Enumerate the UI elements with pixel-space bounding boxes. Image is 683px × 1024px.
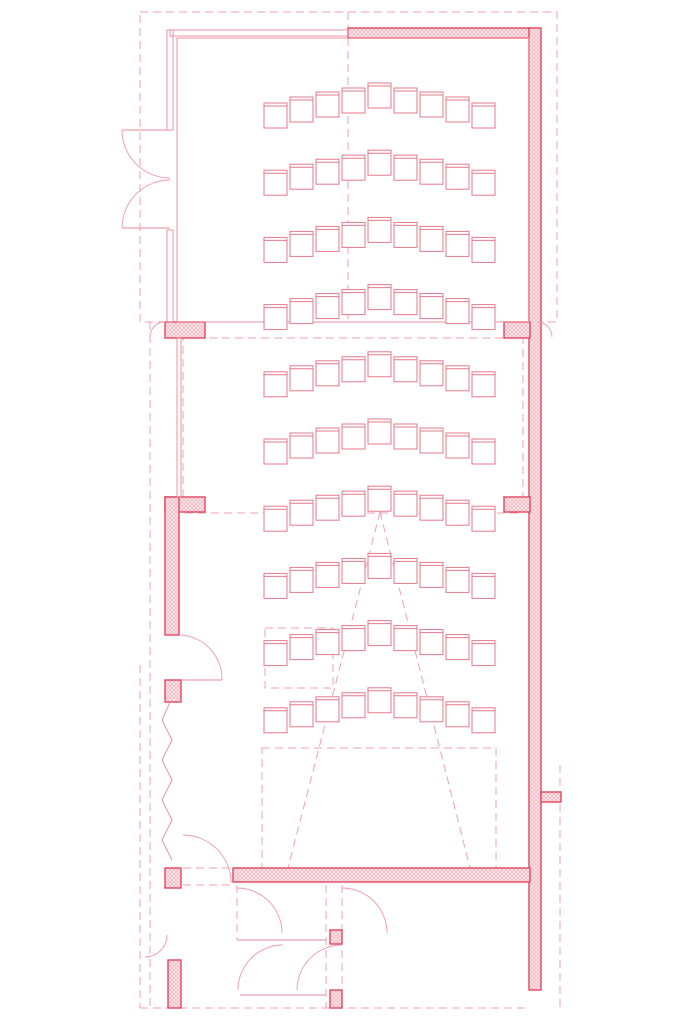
seat: [315, 696, 340, 723]
seat: [289, 298, 314, 325]
seat: [263, 236, 288, 263]
seat: [419, 427, 444, 454]
seat: [393, 356, 418, 383]
seat: [471, 707, 496, 734]
seat: [341, 87, 366, 114]
seat: [289, 432, 314, 459]
seat: [289, 566, 314, 593]
seat: [419, 225, 444, 252]
seat: [341, 625, 366, 652]
seat: [341, 289, 366, 316]
seat: [393, 423, 418, 450]
seat: [263, 572, 288, 599]
seat: [393, 289, 418, 316]
seat: [341, 154, 366, 181]
seat: [341, 490, 366, 517]
seat: [367, 418, 392, 445]
seat: [289, 701, 314, 728]
seat: [445, 432, 470, 459]
seat: [315, 427, 340, 454]
seat: [315, 360, 340, 387]
seat: [445, 701, 470, 728]
seat: [367, 82, 392, 109]
glazing: [122, 29, 530, 996]
seat: [263, 169, 288, 196]
seat: [315, 494, 340, 521]
seat: [315, 561, 340, 588]
seat: [393, 625, 418, 652]
seat: [367, 284, 392, 311]
seat: [367, 620, 392, 647]
seat: [263, 438, 288, 465]
seat: [263, 304, 288, 331]
doors: [121, 129, 553, 991]
seat: [341, 221, 366, 248]
seat: [419, 91, 444, 118]
seat: [393, 87, 418, 114]
seat: [315, 91, 340, 118]
seat: [445, 298, 470, 325]
seat: [419, 561, 444, 588]
seat: [289, 96, 314, 123]
seat: [471, 371, 496, 398]
seat: [471, 102, 496, 129]
seat: [393, 490, 418, 517]
seat: [471, 640, 496, 667]
seat: [471, 236, 496, 263]
seat: [315, 158, 340, 185]
seat: [419, 293, 444, 320]
seat: [393, 692, 418, 719]
seat: [263, 505, 288, 532]
seat: [263, 640, 288, 667]
seating: [263, 82, 496, 734]
seat: [263, 707, 288, 734]
seat: [419, 696, 444, 723]
seat: [471, 572, 496, 599]
seat: [263, 371, 288, 398]
seat: [367, 552, 392, 579]
seat: [471, 169, 496, 196]
seat: [445, 163, 470, 190]
seat: [471, 438, 496, 465]
seat: [289, 365, 314, 392]
seat: [419, 629, 444, 656]
seat: [367, 687, 392, 714]
seat: [445, 566, 470, 593]
seat: [289, 163, 314, 190]
seat: [445, 634, 470, 661]
seat: [445, 365, 470, 392]
seat: [367, 216, 392, 243]
seat: [315, 225, 340, 252]
seat: [367, 485, 392, 512]
seat: [393, 221, 418, 248]
seat: [289, 230, 314, 257]
seat: [341, 356, 366, 383]
seat: [445, 499, 470, 526]
seat: [263, 102, 288, 129]
seat: [419, 494, 444, 521]
seat: [471, 505, 496, 532]
seat: [419, 158, 444, 185]
seat: [445, 230, 470, 257]
seat: [315, 293, 340, 320]
seat: [419, 360, 444, 387]
seat: [367, 149, 392, 176]
walls: [164, 27, 562, 1009]
seat: [393, 557, 418, 584]
seat: [393, 154, 418, 181]
seat: [341, 692, 366, 719]
seat: [341, 423, 366, 450]
seat: [315, 629, 340, 656]
seat: [471, 304, 496, 331]
seat: [341, 557, 366, 584]
seat: [445, 96, 470, 123]
seat: [289, 499, 314, 526]
seat: [289, 634, 314, 661]
seat: [367, 351, 392, 378]
